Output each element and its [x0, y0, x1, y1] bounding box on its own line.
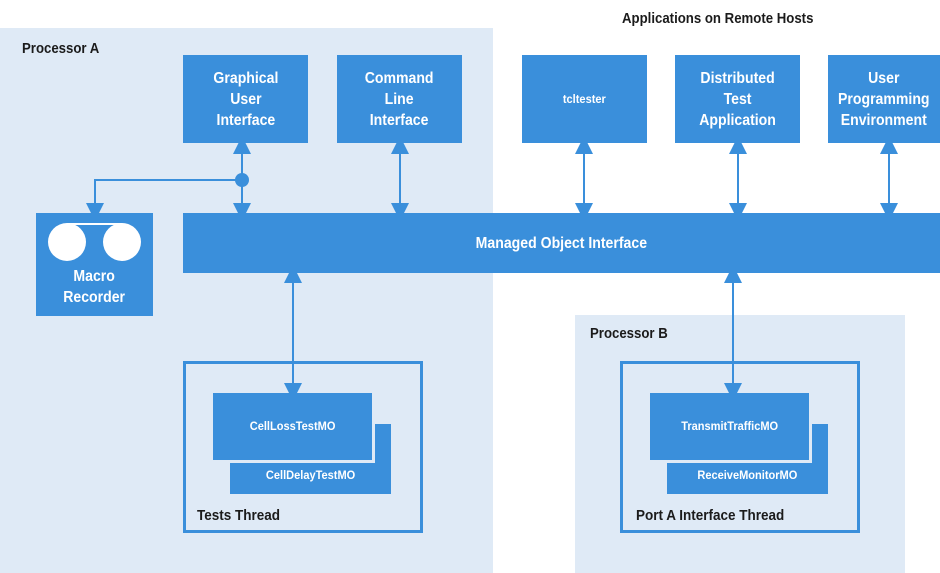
processor-b-label: Processor B	[590, 325, 668, 342]
distributed-test-application-box: Distributed Test Application	[675, 55, 800, 143]
macro-branch-connector	[86, 179, 242, 221]
port-a-thread-label: Port A Interface Thread	[636, 507, 785, 524]
port-a-thread-frame	[620, 361, 860, 533]
tests-thread-label: Tests Thread	[197, 507, 281, 524]
transmit-traffic-mo-box: TransmitTrafficMO	[650, 393, 812, 463]
tape-reels-icon	[48, 223, 141, 261]
command-line-interface-box: Command Line Interface	[337, 55, 462, 143]
user-programming-environment-box: User Programming Environment	[828, 55, 940, 143]
cell-loss-test-mo-box: CellLossTestMO	[213, 393, 375, 463]
managed-object-interface-bar: Managed Object Interface	[183, 213, 940, 273]
tests-thread-frame	[183, 361, 423, 533]
tcltester-box: tcltester	[522, 55, 647, 143]
remote-hosts-label: Applications on Remote Hosts	[622, 10, 814, 27]
graphical-user-interface-box: Graphical User Interface	[183, 55, 308, 143]
processor-a-label: Processor A	[22, 40, 100, 57]
branch-dot	[235, 173, 249, 187]
